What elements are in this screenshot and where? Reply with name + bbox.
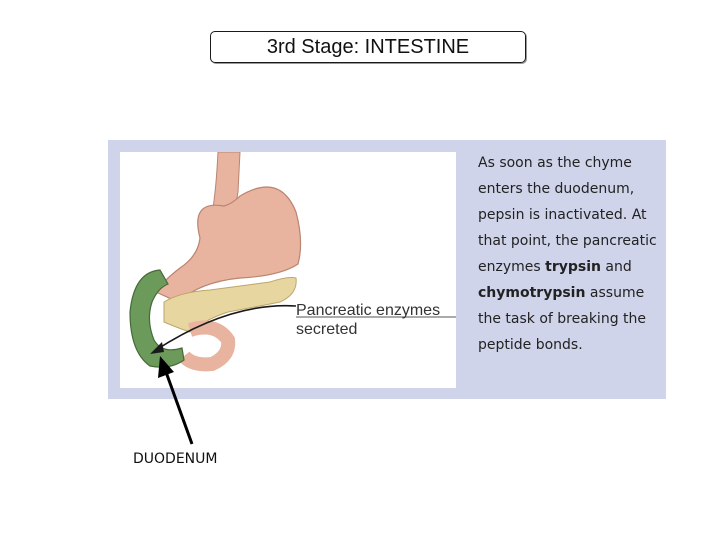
caption-part-2: and xyxy=(600,259,632,275)
caption-part-1: As soon as the chyme enters the duodenum… xyxy=(478,155,657,275)
caption-part-3: assume the task of breaking the peptide … xyxy=(478,285,646,353)
figure-caption: As soon as the chyme enters the duodenum… xyxy=(478,150,658,358)
caption-term-chymotrypsin: chymotrypsin xyxy=(478,285,586,301)
stomach-shape xyxy=(155,186,302,303)
digestive-illustration xyxy=(120,152,456,388)
duodenum-label: DUODENUM xyxy=(133,451,218,467)
pancreas-shape xyxy=(163,277,297,333)
pancreatic-duct-arrow xyxy=(155,304,297,351)
duodenum-shape xyxy=(129,269,185,368)
enzyme-label: Pancreatic enzymes secreted xyxy=(296,302,441,338)
slide-title: 3rd Stage: INTESTINE xyxy=(210,31,526,63)
duct-arrowhead xyxy=(150,342,164,354)
intestine-loop-shape xyxy=(178,320,236,372)
caption-term-trypsin: trypsin xyxy=(545,259,601,275)
